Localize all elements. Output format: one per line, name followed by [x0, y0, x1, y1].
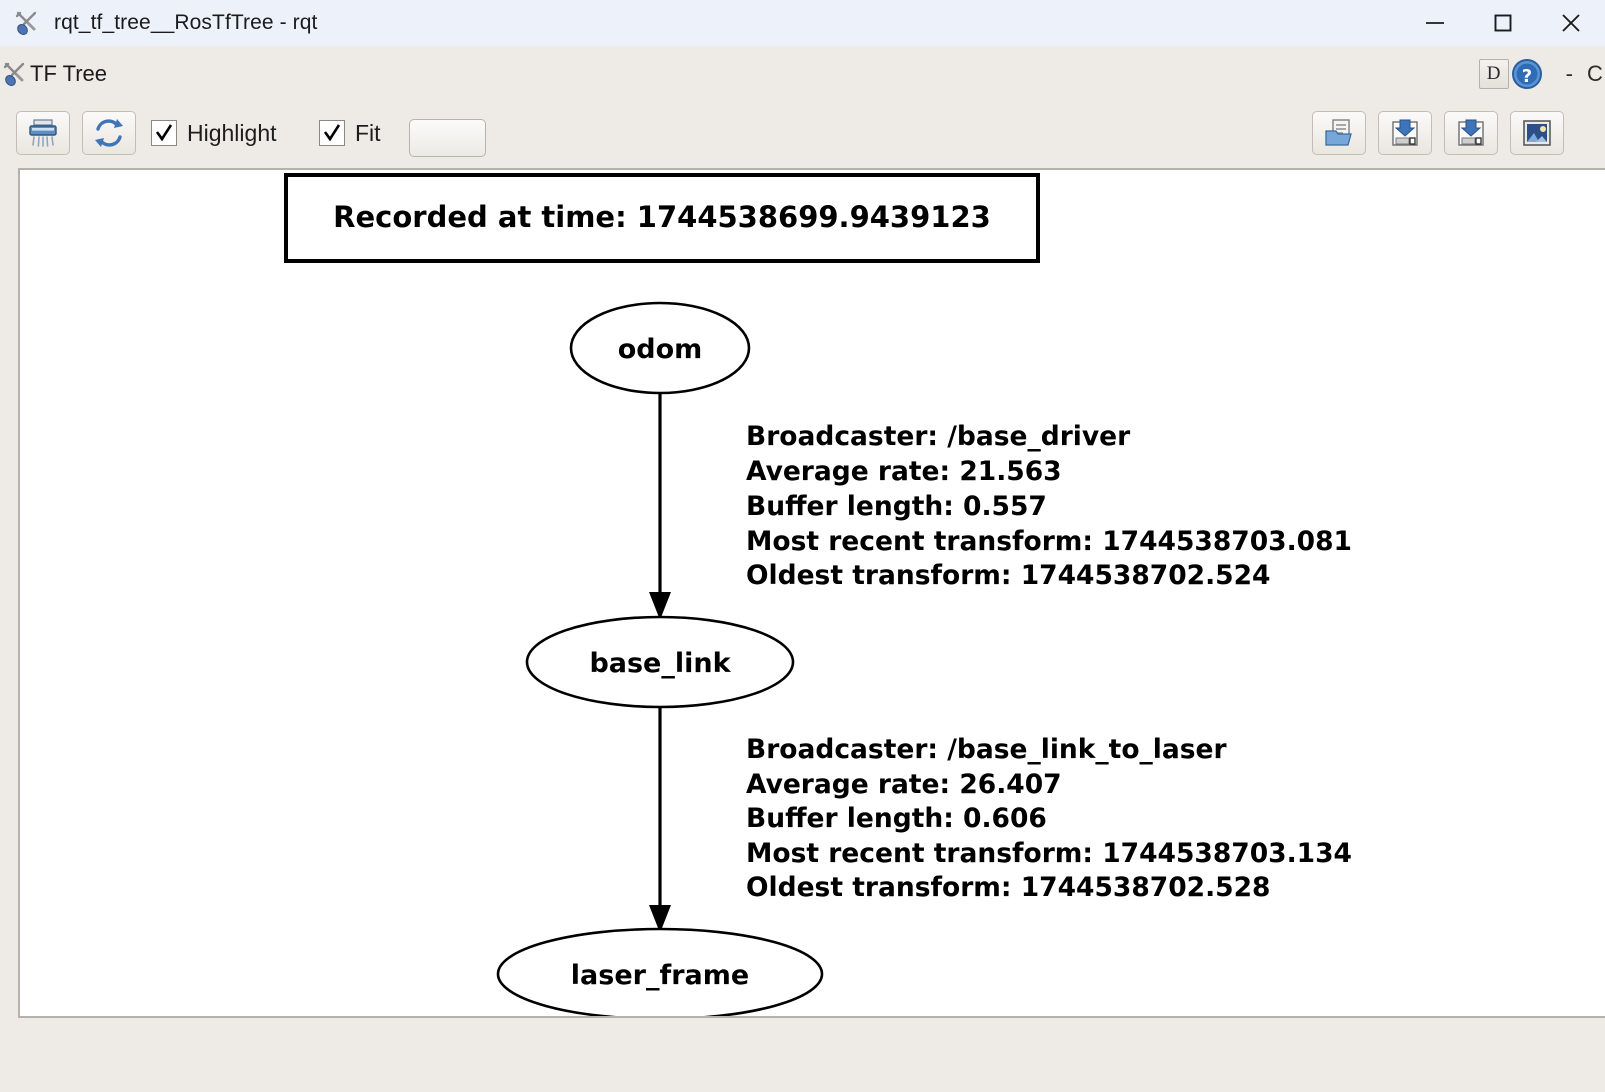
graph-edge-label-2: Broadcaster: /base_link_to_laser Average…: [746, 734, 1352, 903]
refresh-button[interactable]: [82, 111, 136, 155]
status-bar: [0, 1018, 1605, 1092]
wrench-screwdriver-icon: [14, 10, 40, 36]
edge2-buffer-length: Buffer length: 0.606: [746, 803, 1047, 834]
recorded-at-time-label: Recorded at time: 1744538699.9439123: [333, 200, 991, 234]
edge2-average-rate: Average rate: 26.407: [746, 769, 1062, 800]
highlight-checkbox[interactable]: Highlight: [151, 111, 277, 155]
graph-node-laser_frame-label: laser_frame: [571, 960, 749, 991]
graph-node-odom[interactable]: odom: [569, 301, 751, 395]
edge1-oldest-transform: Oldest transform: 1744538702.524: [746, 560, 1271, 591]
window-controls: [1401, 0, 1605, 46]
header-clipped-label: C: [1587, 61, 1603, 86]
edge2-most-recent-transform: Most recent transform: 1744538703.134: [746, 838, 1352, 869]
graph-edge-odom-base_link[interactable]: [649, 393, 671, 620]
maximize-icon: [1494, 14, 1512, 32]
close-button[interactable]: [1537, 0, 1605, 46]
save-image-icon: [1523, 120, 1551, 146]
edge1-buffer-length: Buffer length: 0.557: [746, 491, 1047, 522]
svg-text:?: ?: [1521, 66, 1531, 87]
edge2-oldest-transform: Oldest transform: 1744538702.528: [746, 872, 1271, 903]
save-image-button[interactable]: [1510, 111, 1564, 155]
recorded-at-time-box: Recorded at time: 1744538699.9439123: [284, 173, 1040, 263]
fit-checkbox-box[interactable]: [319, 120, 345, 146]
open-file-icon: [1325, 119, 1352, 146]
edge2-broadcaster: Broadcaster: /base_link_to_laser: [746, 734, 1227, 765]
graph-node-odom-label: odom: [618, 334, 703, 365]
minimize-button[interactable]: [1401, 0, 1469, 46]
graph-edge-label-1: Broadcaster: /base_driver Average rate: …: [746, 421, 1352, 591]
save-svg-button[interactable]: [1444, 111, 1498, 155]
save-svg-icon: [1458, 119, 1484, 146]
save-dot-icon: [1392, 119, 1418, 146]
window-title: rqt_tf_tree__RosTfTree - rqt: [54, 11, 318, 34]
save-dot-button[interactable]: [1378, 111, 1432, 155]
graph-node-base_link-label: base_link: [589, 648, 731, 679]
minimize-icon: [1426, 22, 1444, 24]
maximize-button[interactable]: [1469, 0, 1537, 46]
tf-graph: Recorded at time: 1744538699.9439123 odo…: [284, 173, 1352, 1018]
wrench-screwdriver-icon: [2, 61, 28, 87]
dock-button[interactable]: D: [1478, 59, 1509, 89]
check-icon: [155, 124, 173, 142]
edge1-most-recent-transform: Most recent transform: 1744538703.081: [746, 526, 1352, 557]
help-question-icon[interactable]: ?: [1510, 57, 1544, 91]
graph-node-base_link[interactable]: base_link: [525, 615, 795, 709]
shredder-button[interactable]: [16, 111, 70, 155]
plugin-header: TF Tree D ? - C: [0, 46, 1605, 102]
highlight-checkbox-label: Highlight: [187, 119, 277, 146]
load-dot-button[interactable]: [1312, 111, 1366, 155]
graph-filter-combo[interactable]: [409, 119, 486, 157]
graph-node-laser_frame[interactable]: laser_frame: [496, 927, 824, 1018]
header-separator: -: [1565, 61, 1573, 86]
plugin-title: TF Tree: [30, 61, 108, 86]
fit-checkbox-label: Fit: [355, 119, 381, 146]
highlight-checkbox-box[interactable]: [151, 120, 177, 146]
check-icon: [323, 124, 341, 142]
window-titlebar: rqt_tf_tree__RosTfTree - rqt: [0, 0, 1605, 46]
fit-checkbox[interactable]: Fit: [319, 111, 381, 155]
tf-graph-canvas[interactable]: Recorded at time: 1744538699.9439123 odo…: [18, 168, 1605, 1018]
toolbar: Highlight Fit: [0, 102, 1605, 164]
refresh-arrows-icon: [95, 119, 123, 147]
edge1-broadcaster: Broadcaster: /base_driver: [746, 421, 1130, 452]
graph-edge-base_link-laser_frame[interactable]: [649, 707, 671, 933]
edge1-average-rate: Average rate: 21.563: [746, 456, 1062, 487]
shredder-icon: [29, 119, 57, 147]
close-icon: [1562, 14, 1580, 32]
plugin-header-actions: D ? - C: [1478, 46, 1605, 102]
